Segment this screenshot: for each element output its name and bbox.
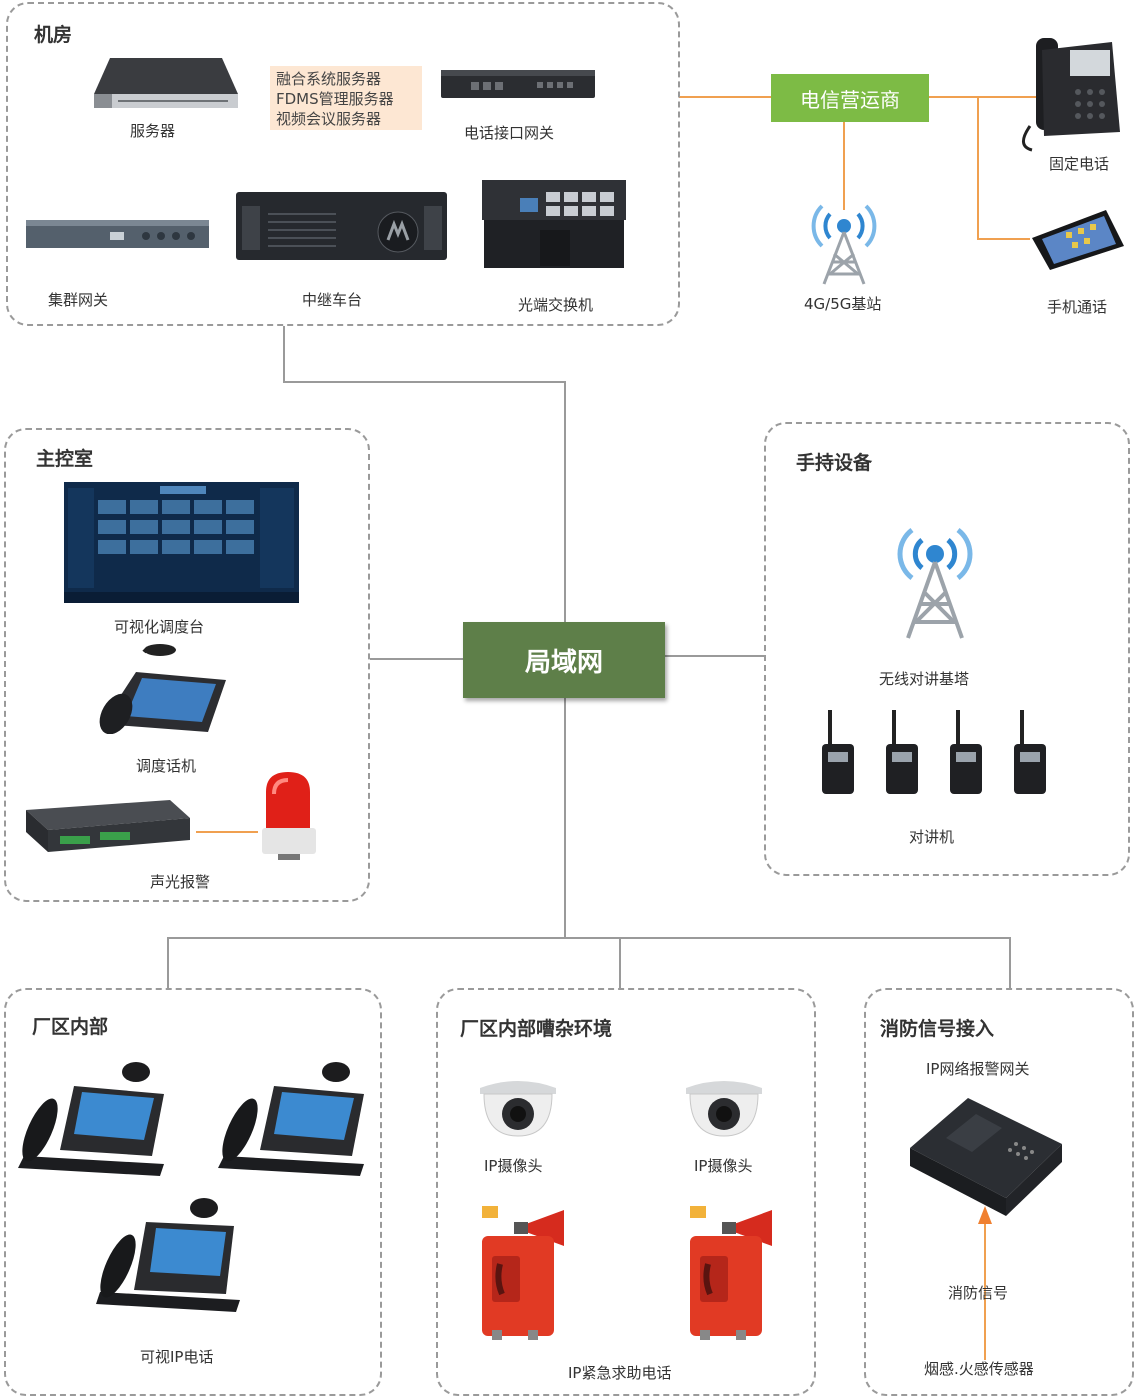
factory-noisy-title: 厂区内部嘈杂环境 (460, 1018, 613, 1040)
camera1-label: IP摄像头 (484, 1157, 543, 1175)
smartphone-icon (1032, 210, 1124, 270)
sensor-label: 烟感.火感传感器 (924, 1360, 1034, 1378)
base-station-tower-icon (811, 204, 877, 285)
carrier-box: 电信营运商 (771, 74, 929, 122)
dispatch-console-label: 可视化调度台 (114, 618, 205, 636)
fiber-switch-icon (482, 180, 626, 268)
repeater-icon (236, 192, 447, 260)
line-bottom-bus (167, 937, 1011, 988)
walkie-talkie-icons (822, 710, 1046, 794)
factory-noisy-box (436, 988, 816, 1396)
cluster-gateway-label: 集群网关 (48, 291, 109, 309)
factory-inner-box (4, 988, 382, 1396)
video-phone-icon (218, 1062, 364, 1176)
line-mobile (977, 97, 1030, 240)
cluster-gateway-icon (26, 220, 209, 248)
server-note: 融合系统服务器 FDMS管理服务器 视频会议服务器 (270, 66, 422, 130)
dispatch-phone-icon (99, 644, 226, 734)
dispatch-phone-label: 调度话机 (136, 757, 197, 775)
server-label: 服务器 (130, 122, 176, 140)
handheld-box (764, 422, 1130, 876)
emergency-phone-label: IP紧急求助电话 (568, 1364, 672, 1382)
fire-signal-title: 消防信号接入 (880, 1018, 995, 1040)
video-phone-label: 可视IP电话 (140, 1348, 214, 1366)
walkie-talkie-label: 对讲机 (909, 828, 955, 846)
lan-center-box: 局域网 (463, 622, 665, 698)
walkie-talkie-icon (822, 710, 854, 794)
note-line-3: 视频会议服务器 (276, 110, 382, 128)
alarm-light-icon (262, 772, 316, 860)
fire-signal-box (864, 988, 1134, 1396)
control-room-title: 主控室 (36, 448, 94, 470)
walkie-talkie-icon (886, 710, 918, 794)
machine-room-box (6, 2, 680, 326)
alarm-gateway-label: IP网络报警网关 (926, 1060, 1030, 1078)
video-phone-icon (96, 1198, 240, 1312)
server-icon (94, 58, 238, 108)
camera2-label: IP摄像头 (694, 1157, 753, 1175)
walkie-talkie-icon (950, 710, 982, 794)
base-station-label: 4G/5G基站 (804, 295, 882, 313)
emergency-phone-icon (690, 1206, 772, 1340)
fixed-phone-icon (1022, 38, 1120, 152)
factory-inner-title: 厂区内部 (32, 1016, 109, 1038)
fire-arrow-icon (978, 1206, 992, 1224)
camera-icon (480, 1081, 556, 1137)
video-phone-icon (18, 1062, 164, 1176)
note-line-1: 融合系统服务器 (276, 70, 382, 88)
handheld-title: 手持设备 (796, 452, 873, 474)
alarm-gateway-icon (910, 1098, 1062, 1216)
control-room-box (4, 428, 370, 902)
machine-room-title: 机房 (34, 24, 73, 46)
fixed-phone-label: 固定电话 (1049, 155, 1110, 173)
note-line-2: FDMS管理服务器 (276, 90, 394, 108)
mobile-phone-label: 手机通话 (1047, 298, 1108, 316)
dispatch-console-monitor-icon (64, 482, 299, 603)
repeater-label: 中继车台 (302, 291, 363, 309)
fire-signal-label: 消防信号 (948, 1284, 1009, 1302)
emergency-phone-icon (482, 1206, 564, 1340)
phone-gateway-icon (441, 70, 595, 98)
alarm-controller-icon (26, 800, 190, 852)
walkie-talkie-icon (1014, 710, 1046, 794)
camera-icon (686, 1081, 762, 1137)
alarm-label: 声光报警 (150, 873, 211, 891)
phone-gateway-label: 电话接口网关 (464, 124, 555, 142)
fiber-switch-label: 光端交换机 (518, 296, 594, 314)
radio-tower-icon (897, 528, 973, 639)
line-machine-room (283, 326, 566, 622)
radio-tower-label: 无线对讲基塔 (879, 670, 970, 688)
